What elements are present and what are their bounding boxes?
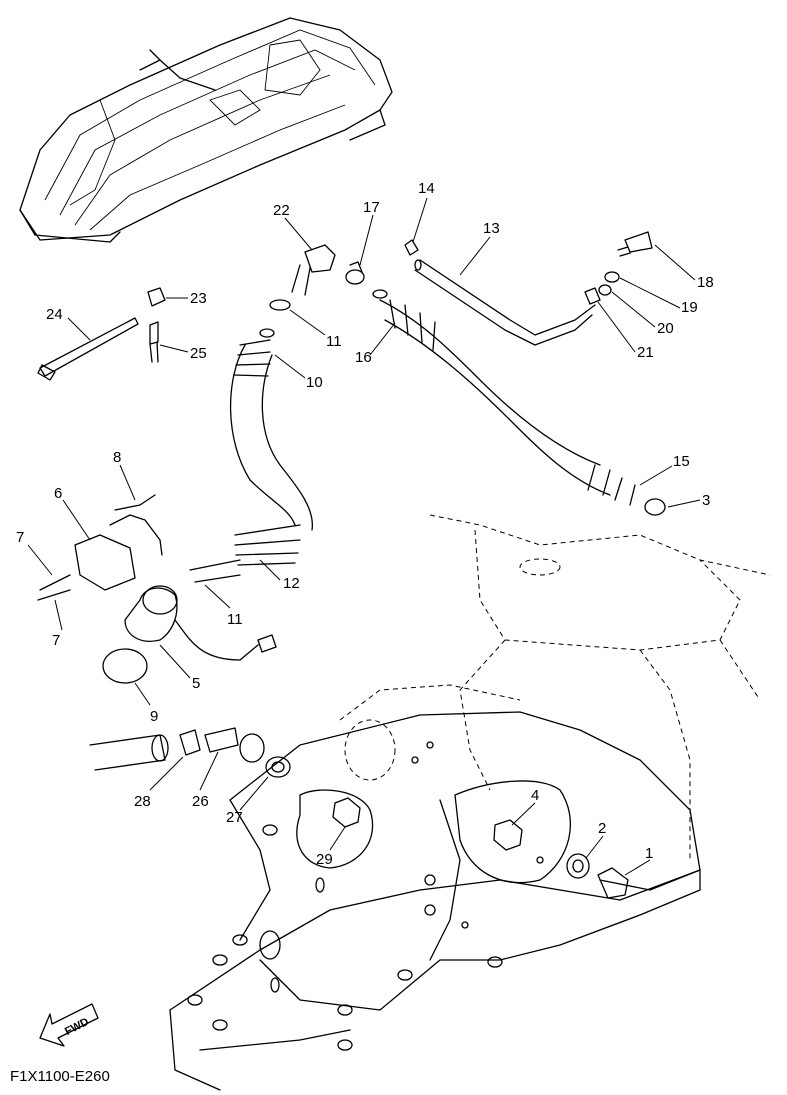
callout-1: 1 (645, 845, 653, 862)
callout-8: 8 (113, 449, 121, 466)
forward-direction-arrow: FWD (39, 1003, 99, 1047)
diagram-code: F1X1100-E260 (10, 1068, 110, 1085)
callout-24: 24 (46, 306, 63, 323)
callout-19: 19 (681, 299, 698, 316)
callout-14: 14 (418, 180, 435, 197)
callout-10: 10 (306, 374, 323, 391)
callout-2: 2 (598, 820, 606, 837)
callout-20: 20 (657, 320, 674, 337)
callout-21: 21 (637, 344, 654, 361)
callout-7-lower: 7 (52, 632, 60, 649)
callout-4: 4 (531, 787, 539, 804)
callout-15: 15 (673, 453, 690, 470)
callout-22: 22 (273, 202, 290, 219)
callout-5: 5 (192, 675, 200, 692)
hose-assembly (189, 259, 636, 583)
callout-9: 9 (150, 708, 158, 725)
callout-25: 25 (190, 345, 207, 362)
hull-engine-block (169, 514, 771, 1091)
callout-27: 27 (226, 809, 243, 826)
callout-13: 13 (483, 220, 500, 237)
callout-11-upper: 11 (326, 333, 342, 350)
callout-23: 23 (190, 290, 207, 307)
callout-26: 26 (192, 793, 209, 810)
callout-labels: 1 2 3 4 5 6 7 7 8 9 10 11 11 12 13 14 15… (16, 180, 714, 868)
leader-lines (27, 197, 701, 876)
watercraft-illustration (19, 17, 393, 243)
callout-6: 6 (54, 485, 62, 502)
callout-18: 18 (697, 274, 714, 291)
callout-28: 28 (134, 793, 151, 810)
callout-16: 16 (355, 349, 372, 366)
small-parts (37, 231, 666, 899)
callout-7: 7 (16, 529, 24, 546)
callout-3: 3 (702, 492, 710, 509)
callout-17: 17 (363, 199, 380, 216)
callout-11-lower: 11 (227, 611, 243, 628)
callout-29: 29 (316, 851, 333, 868)
callout-12: 12 (283, 575, 300, 592)
